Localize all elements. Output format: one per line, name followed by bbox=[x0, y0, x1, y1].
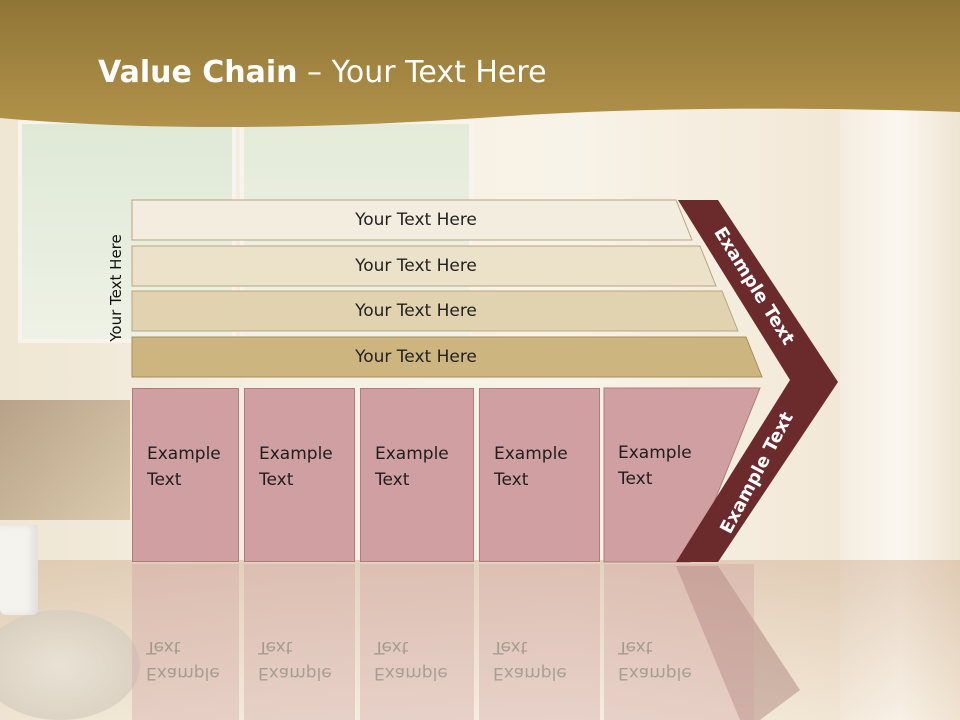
curtain bbox=[840, 110, 960, 720]
reflection-box-4: Example Text bbox=[479, 564, 600, 720]
reflection-box-3-line2: Text bbox=[374, 637, 409, 657]
reflection-box-2-line1: Example bbox=[258, 663, 332, 683]
margin-chevron-reflection bbox=[676, 566, 800, 720]
primary-box-3-line2: Text bbox=[375, 470, 410, 490]
reflection-box-1: Example Text bbox=[132, 564, 239, 720]
support-bar-3-label: Your Text Here bbox=[355, 301, 477, 321]
support-bar-2-shape bbox=[131, 245, 717, 287]
primary-box-1-line2: Text bbox=[147, 470, 182, 490]
reflection-box-1-line1: Example bbox=[146, 663, 220, 683]
primary-box-5: Example Text bbox=[604, 388, 704, 562]
support-bar-1: Your Text Here bbox=[132, 200, 700, 240]
floor bbox=[0, 560, 960, 720]
reflection-box-5: Example Text bbox=[604, 564, 754, 720]
primary-box-4-line1: Example bbox=[494, 444, 568, 464]
primary-box-2-line2: Text bbox=[259, 470, 294, 490]
primary-boxes-reflection: Example Text Example Text Example Text Exam… bbox=[132, 564, 852, 720]
reflection-box-4-line1: Example bbox=[493, 663, 567, 683]
support-bar-4: Your Text Here bbox=[132, 337, 700, 377]
reflection-box-2-line2: Text bbox=[258, 637, 293, 657]
support-bar-2: Your Text Here bbox=[132, 246, 700, 286]
primary-box-5-line1: Example bbox=[618, 443, 692, 463]
title-rest: – Your Text Here bbox=[297, 55, 547, 90]
primary-box-2: Example Text bbox=[244, 388, 355, 562]
sofa bbox=[0, 400, 130, 520]
page-title: Value Chain – Your Text Here bbox=[98, 55, 547, 90]
support-bar-4-label: Your Text Here bbox=[355, 347, 477, 367]
primary-box-4: Example Text bbox=[479, 388, 600, 562]
reflection-box-1-line2: Text bbox=[146, 637, 181, 657]
support-bar-1-shape bbox=[131, 199, 693, 241]
cup bbox=[0, 525, 38, 615]
primary-box-1: Example Text bbox=[132, 388, 239, 562]
header-banner: Value Chain – Your Text Here bbox=[0, 0, 960, 135]
reflection-box-3: Example Text bbox=[360, 564, 474, 720]
reflection-box-5-line2: Text bbox=[618, 637, 653, 657]
reflection-box-3-line1: Example bbox=[374, 663, 448, 683]
primary-box-3: Example Text bbox=[360, 388, 474, 562]
reflection-box-5-line1: Example bbox=[618, 663, 692, 683]
support-bar-3: Your Text Here bbox=[132, 291, 700, 331]
support-bar-2-label: Your Text Here bbox=[355, 256, 477, 276]
primary-box-5-line2: Text bbox=[618, 469, 653, 489]
support-bar-4-shape bbox=[131, 336, 763, 378]
side-table bbox=[0, 610, 140, 720]
title-bold: Value Chain bbox=[98, 55, 298, 90]
primary-box-1-line1: Example bbox=[147, 444, 221, 464]
support-bar-3-shape bbox=[131, 290, 739, 332]
reflection-box-2: Example Text bbox=[244, 564, 355, 720]
primary-box-2-line1: Example bbox=[259, 444, 333, 464]
reflection-box-4-line2: Text bbox=[493, 637, 528, 657]
support-bar-1-label: Your Text Here bbox=[355, 210, 477, 230]
margin-chevron bbox=[676, 200, 838, 562]
primary-box-3-line1: Example bbox=[375, 444, 449, 464]
primary-box-4-line2: Text bbox=[494, 470, 529, 490]
